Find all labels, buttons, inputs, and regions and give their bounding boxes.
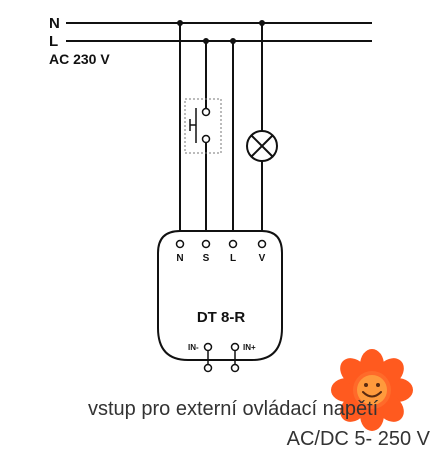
junction-n-dot [177,20,183,26]
bus-l-label: L [49,33,58,50]
junction-s-dot [203,38,209,44]
terminal-l-label: L [230,253,236,264]
terminal-v-label: V [259,253,266,264]
input-plus-end [230,363,240,373]
caption-line-1: vstup pro externí ovládací napětí [88,398,379,420]
bus-n-label: N [49,15,60,32]
input-minus-label: IN- [188,343,199,352]
junction-l-dot [230,38,236,44]
input-plus-label: IN+ [243,343,256,352]
input-minus-end [203,363,213,373]
smiley-flower-sticker-icon [331,349,413,431]
terminal-s-label: S [203,253,210,264]
terminal-l-screw [228,239,238,249]
lamp-icon [246,130,278,162]
terminal-v-screw [257,239,267,249]
caption-line-2: AC/DC 5- 250 V [286,428,430,450]
supply-label: AC 230 V [49,51,110,67]
device-body [157,230,283,361]
device-model-label: DT 8-R [197,309,246,326]
push-button-switch-icon [184,98,222,154]
junction-v-dot [259,20,265,26]
terminal-n-screw [175,239,185,249]
input-plus-terminal [230,342,240,352]
terminal-s-screw [201,239,211,249]
terminal-n-label: N [176,253,183,264]
input-minus-terminal [203,342,213,352]
